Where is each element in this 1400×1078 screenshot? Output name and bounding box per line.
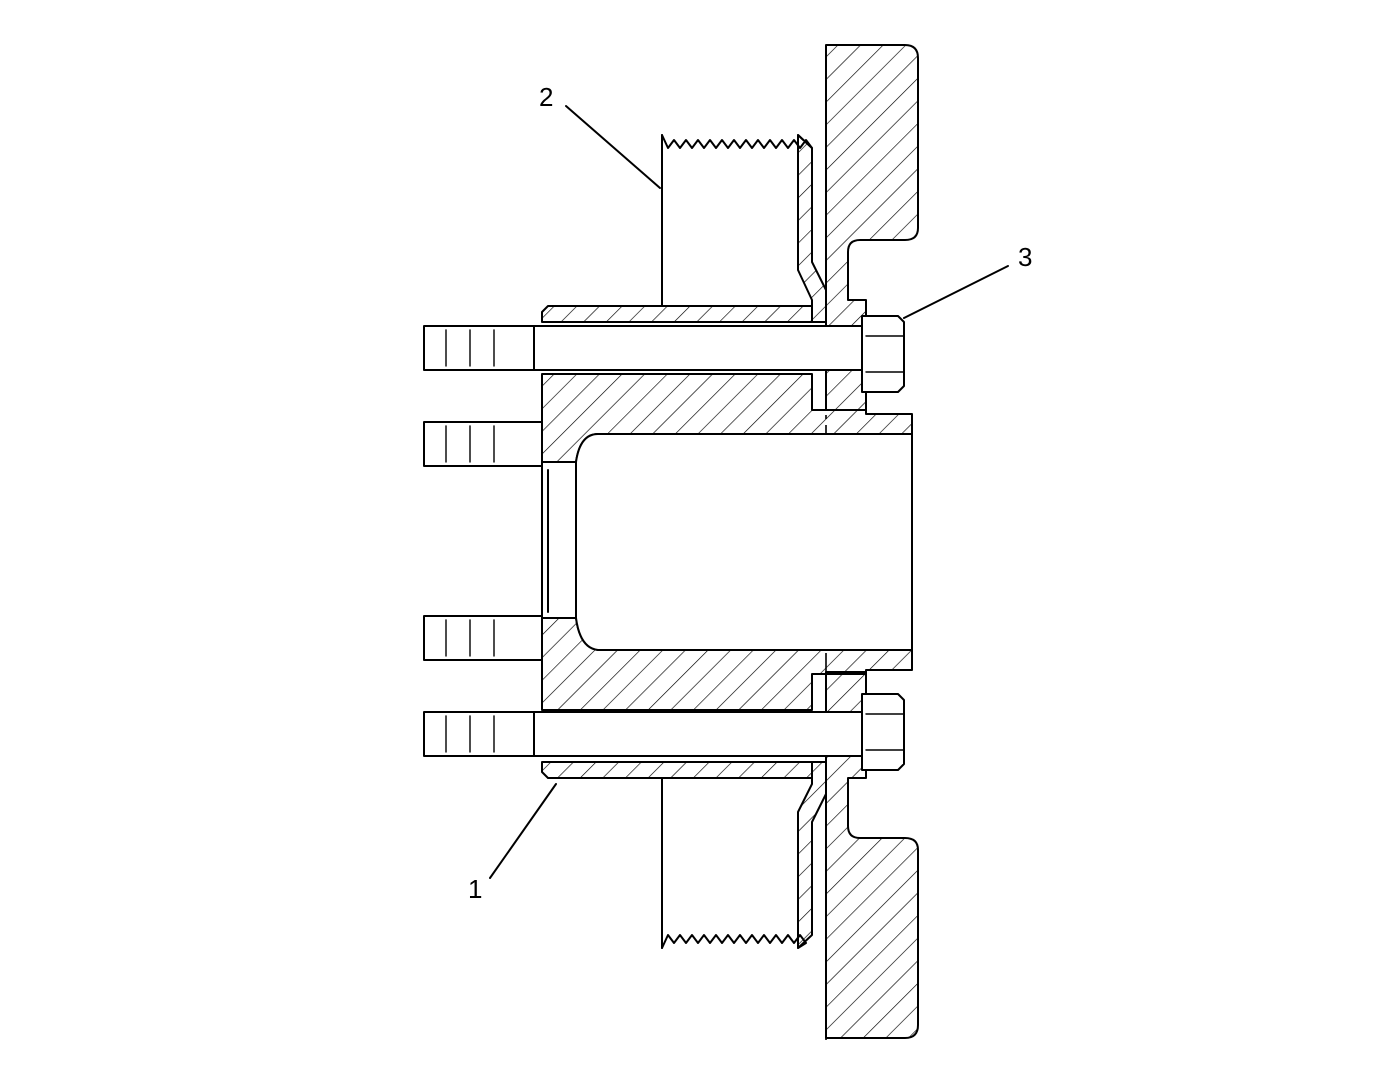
bolt-lower [423, 693, 905, 771]
leader-line-3 [903, 265, 1009, 319]
callout-label-2: 2 [539, 82, 553, 112]
sleeve [541, 305, 813, 779]
callout-label-1: 1 [468, 874, 482, 904]
leader-line-1 [489, 783, 557, 879]
stud-lower [423, 615, 543, 661]
stud-upper [423, 421, 543, 467]
callout-label-3: 3 [1018, 242, 1032, 272]
hub [541, 373, 913, 711]
bolt-upper [423, 315, 905, 393]
leader-line-2 [565, 105, 661, 189]
pulley [661, 134, 827, 949]
